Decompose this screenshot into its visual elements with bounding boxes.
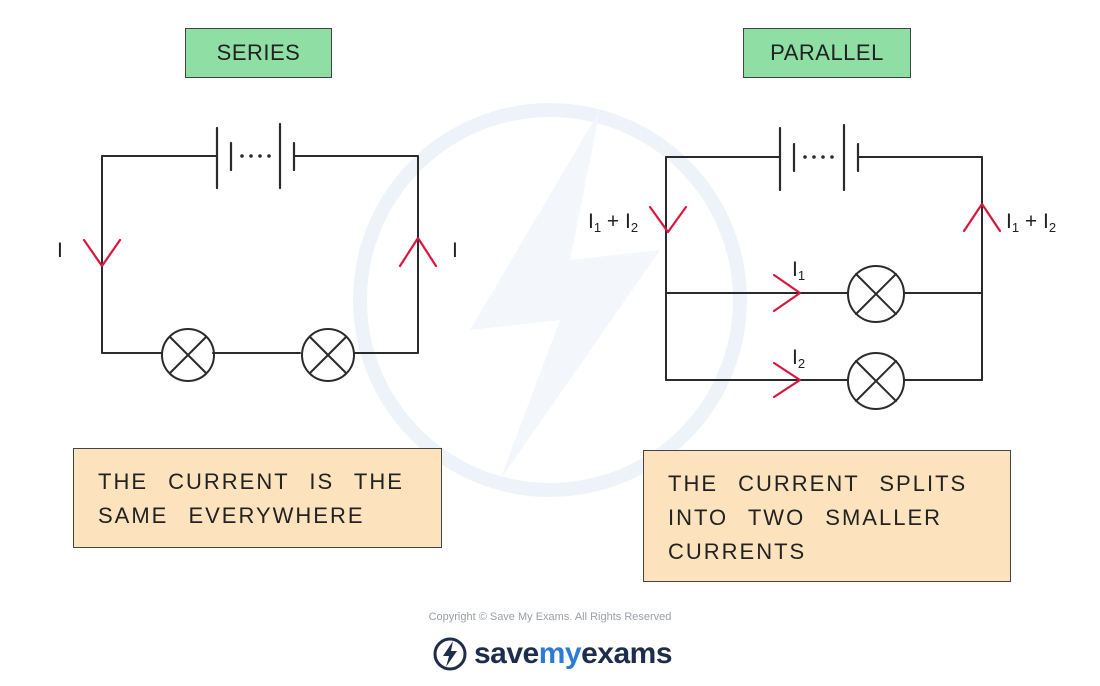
parallel-current-label-left: I1 + I2	[588, 210, 639, 235]
series-note-line-1: THE CURRENT IS THE	[98, 469, 404, 494]
parallel-arrow-up-icon	[962, 202, 1002, 233]
parallel-current-label-right: I1 + I2	[1006, 210, 1057, 235]
parallel-lamp-2-icon	[847, 352, 905, 410]
logo-wordmark: savemyexams	[474, 637, 673, 670]
series-lamp-2-icon	[301, 328, 355, 382]
branch-2-current-label: I2	[792, 346, 806, 371]
parallel-title-text: PARALLEL	[770, 40, 884, 65]
save-my-exams-logo: savemyexams	[432, 634, 673, 674]
series-current-label-left: I	[57, 239, 63, 262]
series-battery-icon	[215, 122, 296, 190]
series-arrow-down-icon	[82, 238, 122, 268]
series-note-box: THE CURRENT IS THE SAME EVERYWHERE	[73, 448, 442, 548]
parallel-note-line-2: INTO TWO SMALLER	[668, 505, 943, 530]
series-current-label-right: I	[452, 239, 458, 262]
parallel-arrow-down-icon	[648, 205, 688, 234]
series-circuit	[82, 122, 438, 382]
parallel-title: PARALLEL	[743, 28, 911, 78]
parallel-circuit	[648, 123, 1002, 410]
parallel-arrow-branch-2-icon	[772, 361, 802, 399]
series-wire-top-left	[101, 155, 218, 354]
parallel-note-line-3: CURRENTS	[668, 539, 807, 564]
parallel-note-box: THE CURRENT SPLITS INTO TWO SMALLER CURR…	[643, 450, 1011, 582]
series-title-text: SERIES	[216, 40, 301, 65]
branch-1-current-label: I1	[792, 258, 806, 283]
series-note-line-2: SAME EVERYWHERE	[98, 503, 365, 528]
series-lamp-1-icon	[161, 328, 215, 382]
series-title: SERIES	[185, 28, 332, 78]
lightning-bolt-icon	[433, 637, 467, 671]
parallel-lamp-1-icon	[847, 265, 905, 323]
series-wire-top-right	[293, 155, 419, 354]
copyright-text: Copyright © Save My Exams. All Rights Re…	[428, 611, 672, 623]
series-arrow-up-icon	[398, 236, 438, 268]
parallel-battery-icon	[778, 123, 860, 192]
parallel-note-line-1: THE CURRENT SPLITS	[668, 471, 968, 496]
parallel-arrow-branch-1-icon	[772, 273, 802, 313]
